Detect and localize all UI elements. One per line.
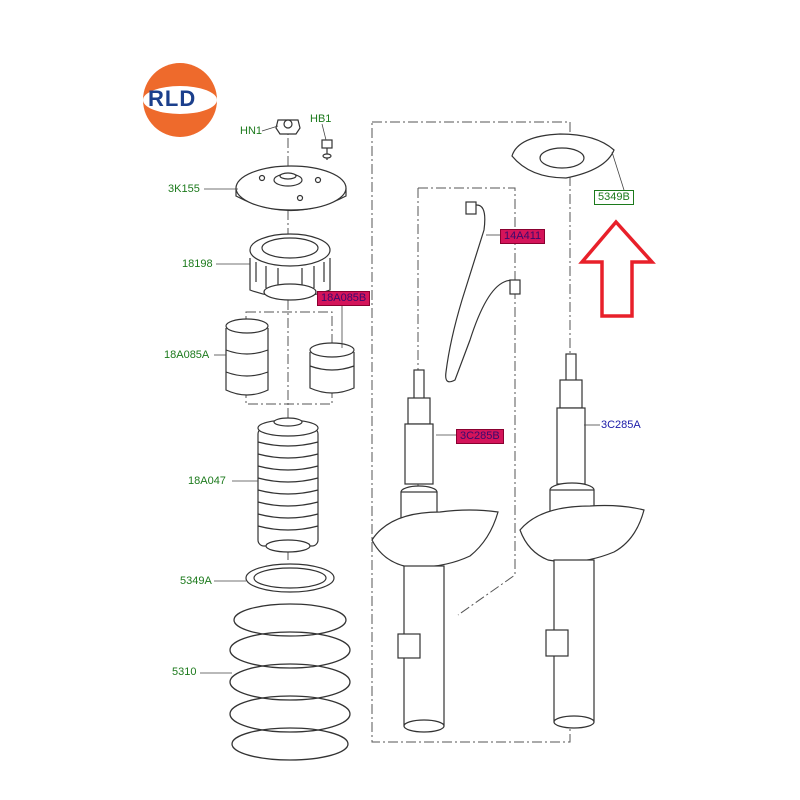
- label-hb1: HB1: [310, 113, 332, 125]
- strut-3c285b: [371, 369, 499, 733]
- bearing-18198: [249, 233, 331, 301]
- sensor-14a411: [445, 201, 521, 383]
- logo-text: RLD: [148, 86, 197, 111]
- spring-seat-5349b: [511, 133, 615, 179]
- up-arrow-outline-icon: [578, 219, 656, 318]
- top-mount-3k155: [235, 165, 347, 211]
- label-hn1: HN1: [240, 125, 263, 137]
- bump-stop-18a085b: [309, 342, 355, 394]
- strut-3c285a: [519, 353, 645, 729]
- label-18198: 18198: [182, 258, 213, 270]
- label-5349b: 5349B: [594, 190, 634, 205]
- label-3c285b: 3C285B: [456, 429, 504, 444]
- label-5349a: 5349A: [180, 575, 212, 587]
- bolt-hb1: [321, 139, 333, 160]
- label-18a085b: 18A085B: [317, 291, 371, 306]
- spring-seat-5349a: [245, 563, 335, 593]
- rld-logo: [143, 63, 217, 137]
- nut-hn1: [275, 119, 301, 135]
- coil-spring-5310: [229, 603, 351, 761]
- dust-boot-18a047: [257, 417, 319, 553]
- label-14a411: 14A411: [500, 229, 546, 244]
- leader-lines: [200, 123, 625, 674]
- label-18a085a: 18A085A: [164, 349, 210, 361]
- label-5310: 5310: [172, 666, 197, 678]
- label-3k155: 3K155: [168, 183, 200, 195]
- label-18a047: 18A047: [188, 475, 226, 487]
- label-3c285a: 3C285A: [601, 419, 641, 431]
- bump-stop-18a085a: [225, 318, 269, 396]
